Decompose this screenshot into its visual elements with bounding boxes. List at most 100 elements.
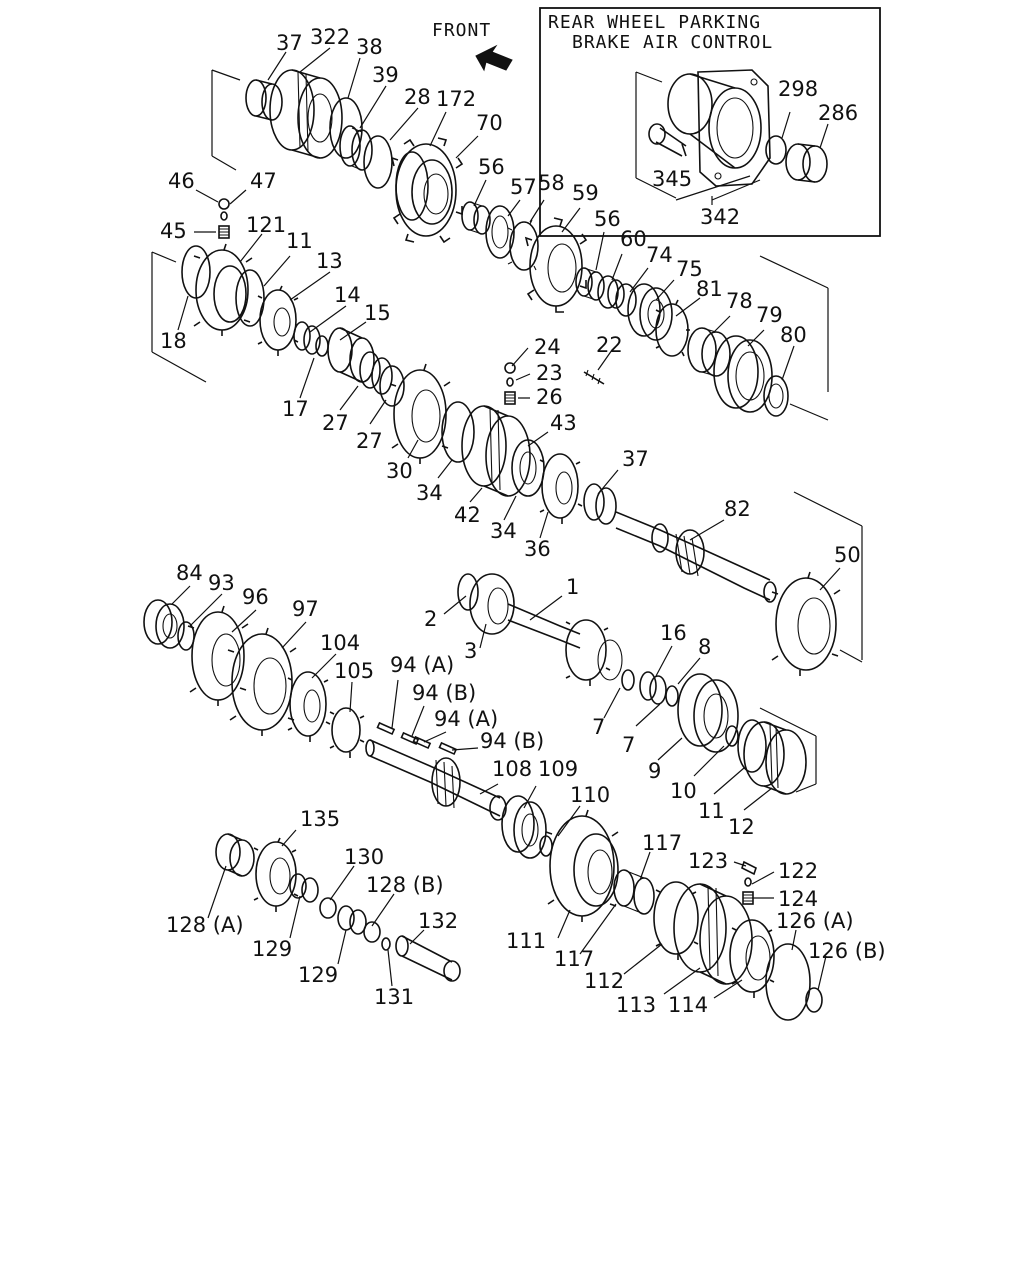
label-11-upper: 11 — [286, 229, 313, 253]
front-label: FRONT — [432, 20, 491, 41]
label-298: 298 — [778, 77, 818, 101]
label-27-b: 27 — [356, 429, 383, 453]
gear-70 — [390, 137, 464, 244]
label-94-b-2: 94 (B) — [480, 729, 544, 753]
detent-parts-22-26 — [504, 362, 605, 405]
bushing-128-a — [215, 833, 255, 877]
label-34-a: 34 — [416, 481, 443, 505]
needle-bearing-39 — [339, 125, 373, 171]
washer-130 — [319, 897, 337, 919]
inset-leaders — [711, 111, 829, 205]
brake-valve-housing — [667, 69, 771, 187]
label-14: 14 — [334, 283, 361, 307]
label-94-b-1: 94 (B) — [412, 681, 476, 705]
nut-80 — [763, 375, 789, 417]
synchro-ring-57 — [485, 205, 515, 259]
label-94-a-1: 94 (A) — [390, 653, 454, 677]
label-11-lower: 11 — [698, 799, 725, 823]
label-81: 81 — [696, 277, 723, 301]
countershaft-cluster: 84 93 96 97 104 105 94 (A) 94 (B) 94 (A)… — [143, 561, 817, 859]
label-8: 8 — [698, 635, 711, 659]
label-34-b: 34 — [490, 519, 517, 543]
label-23: 23 — [536, 361, 563, 385]
label-128-a: 128 (A) — [166, 913, 244, 937]
bracket-left-mid — [151, 251, 207, 383]
label-56-lower: 56 — [594, 207, 621, 231]
label-59: 59 — [572, 181, 599, 205]
label-110: 110 — [570, 783, 610, 807]
bearing-56-upper — [461, 201, 491, 235]
ring-34-upper — [441, 401, 475, 463]
label-322: 322 — [310, 25, 350, 49]
washer-128-b — [363, 921, 381, 943]
bearing-37-lower — [583, 483, 617, 525]
snap-ring-11-upper — [235, 269, 265, 327]
spacer-60 — [597, 275, 625, 309]
label-109: 109 — [538, 757, 578, 781]
gear-121 — [193, 243, 253, 336]
label-26: 26 — [536, 385, 563, 409]
label-131: 131 — [374, 985, 414, 1009]
label-43: 43 — [550, 411, 577, 435]
label-79: 79 — [756, 303, 783, 327]
gear-97 — [227, 627, 297, 736]
label-130: 130 — [344, 845, 384, 869]
sleeve-42 — [461, 405, 531, 497]
shaft-132 — [395, 935, 461, 982]
inset-bracket-lines — [635, 71, 761, 201]
label-70: 70 — [476, 111, 503, 135]
gear-104 — [287, 671, 331, 742]
input-shaft-1 — [457, 573, 623, 686]
bearing-27-a — [359, 351, 393, 395]
label-2: 2 — [424, 607, 437, 631]
label-58: 58 — [538, 171, 565, 195]
label-9: 9 — [648, 759, 661, 783]
bearing-78 — [687, 327, 731, 377]
bearing-56-lower — [575, 267, 605, 301]
label-1: 1 — [566, 575, 579, 599]
mainshaft-cluster: 121 11 13 14 15 18 17 27 27 24 23 22 26 … — [151, 213, 863, 676]
synchro-hub-322 — [269, 69, 343, 159]
gear-112 — [653, 881, 699, 960]
ring-38 — [329, 97, 363, 159]
bracket-right-top — [759, 255, 829, 421]
bearing-117 — [613, 869, 655, 915]
label-342: 342 — [700, 205, 740, 229]
label-128-b: 128 (B) — [366, 873, 444, 897]
label-113: 113 — [616, 993, 656, 1017]
label-50: 50 — [834, 543, 861, 567]
label-24: 24 — [534, 335, 561, 359]
label-117-a: 117 — [642, 831, 682, 855]
gear-114 — [729, 919, 775, 998]
label-17: 17 — [282, 397, 309, 421]
bolt-345 — [648, 123, 687, 157]
snap-ring-11-lower — [737, 719, 767, 773]
label-78: 78 — [726, 289, 753, 313]
label-114: 114 — [668, 993, 708, 1017]
keys-94 — [376, 721, 458, 756]
bearing-84 — [143, 599, 185, 649]
detent-parts-45-47: 46 47 45 — [160, 169, 277, 243]
top-gear-cluster: 37 322 38 39 28 172 70 56 57 58 59 56 60… — [211, 25, 829, 421]
label-10: 10 — [670, 779, 697, 803]
bearing-cup-79 — [713, 335, 773, 413]
label-84: 84 — [176, 561, 203, 585]
label-129-a: 129 — [252, 937, 292, 961]
bearing-129-a — [289, 873, 319, 903]
label-94-a-2: 94 (A) — [434, 707, 498, 731]
gear-30 — [389, 363, 451, 464]
label-104: 104 — [320, 631, 360, 655]
fitting-286 — [785, 143, 828, 183]
label-121: 121 — [246, 213, 286, 237]
label-105: 105 — [334, 659, 374, 683]
label-39: 39 — [372, 63, 399, 87]
bracket-right-mid — [793, 491, 863, 663]
snap-ring-74 — [615, 283, 637, 317]
sleeve-12 — [743, 721, 807, 795]
label-18: 18 — [160, 329, 187, 353]
label-126-a: 126 (A) — [776, 909, 854, 933]
label-22: 22 — [596, 333, 623, 357]
gear-135 — [253, 837, 299, 912]
snap-ring-126-a — [765, 943, 811, 1021]
